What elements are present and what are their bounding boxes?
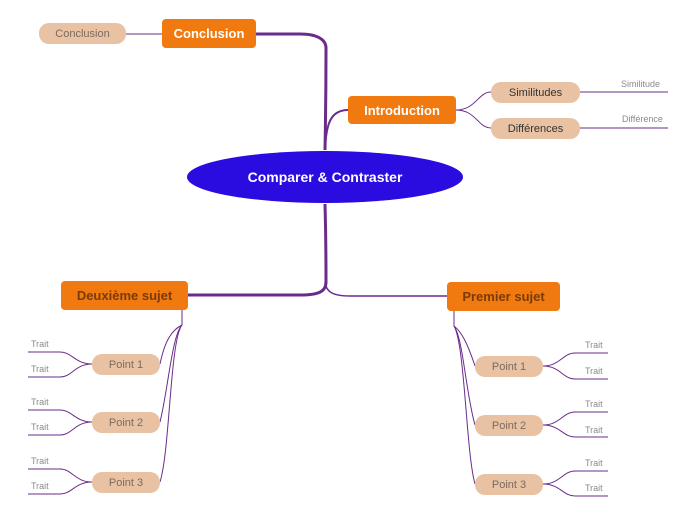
p-p1-trait-connector-a [542, 352, 608, 367]
premier-point-2[interactable]: Point 2 [475, 415, 543, 436]
trunk-connector-lower [188, 203, 328, 297]
intro-connector [324, 109, 349, 151]
differences-subtopic[interactable]: Différences [491, 118, 580, 139]
deuxieme-point3-connector [159, 324, 183, 483]
premier-point3-connector [453, 325, 476, 485]
d-p3-trait-connector-b [28, 481, 93, 495]
deuxieme-point1-connector [159, 310, 183, 365]
p-p3-trait-connector-a [542, 470, 608, 485]
premier-p3-trait-1[interactable]: Trait [585, 458, 603, 468]
deuxieme-p1-trait-2[interactable]: Trait [31, 364, 49, 374]
deuxieme-point-1[interactable]: Point 1 [92, 354, 160, 375]
d-p3-trait-connector-a [28, 468, 93, 483]
d-p2-trait-connector-b [28, 421, 93, 436]
conclusion-topic[interactable]: Conclusion [162, 19, 256, 48]
premier-point-1[interactable]: Point 1 [475, 356, 543, 377]
p-p3-trait-connector-b [542, 483, 608, 497]
conclusion-subtopic[interactable]: Conclusion [39, 23, 126, 44]
premier-p1-trait-1[interactable]: Trait [585, 340, 603, 350]
introduction-topic[interactable]: Introduction [348, 96, 456, 124]
premier-point-3[interactable]: Point 3 [475, 474, 543, 495]
trunk-connector [256, 32, 328, 151]
premier-p3-trait-2[interactable]: Trait [585, 483, 603, 493]
intro-differences-connector [455, 109, 492, 129]
deuxieme-point-2[interactable]: Point 2 [92, 412, 160, 433]
deuxieme-p3-trait-2[interactable]: Trait [31, 481, 49, 491]
difference-leaf[interactable]: Différence [622, 114, 663, 124]
deuxieme-p2-trait-2[interactable]: Trait [31, 422, 49, 432]
deuxieme-sujet-topic[interactable]: Deuxième sujet [61, 281, 188, 310]
similitudes-subtopic[interactable]: Similitudes [491, 82, 580, 103]
d-p2-trait-connector-a [28, 409, 93, 423]
similitude-leaf[interactable]: Similitude [621, 79, 661, 89]
central-topic[interactable]: Comparer & Contraster [187, 151, 463, 203]
deuxieme-point-3[interactable]: Point 3 [92, 472, 160, 493]
deuxieme-p3-trait-1[interactable]: Trait [31, 456, 49, 466]
deuxieme-p2-trait-1[interactable]: Trait [31, 397, 49, 407]
p-p2-trait-connector-b [542, 424, 608, 438]
p-p1-trait-connector-b [542, 365, 608, 380]
p-p2-trait-connector-a [542, 411, 608, 426]
premier-p1-trait-2[interactable]: Trait [585, 366, 603, 376]
premier-connector [324, 281, 447, 297]
deuxieme-p1-trait-1[interactable]: Trait [31, 339, 49, 349]
premier-point1-connector [453, 311, 476, 367]
intro-similitudes-connector [455, 91, 492, 111]
d-p1-trait-connector-a [28, 351, 93, 365]
premier-p2-trait-1[interactable]: Trait [585, 399, 603, 409]
deuxieme-point2-connector [159, 324, 183, 423]
premier-sujet-topic[interactable]: Premier sujet [447, 282, 560, 311]
d-p1-trait-connector-b [28, 363, 93, 378]
premier-p2-trait-2[interactable]: Trait [585, 425, 603, 435]
